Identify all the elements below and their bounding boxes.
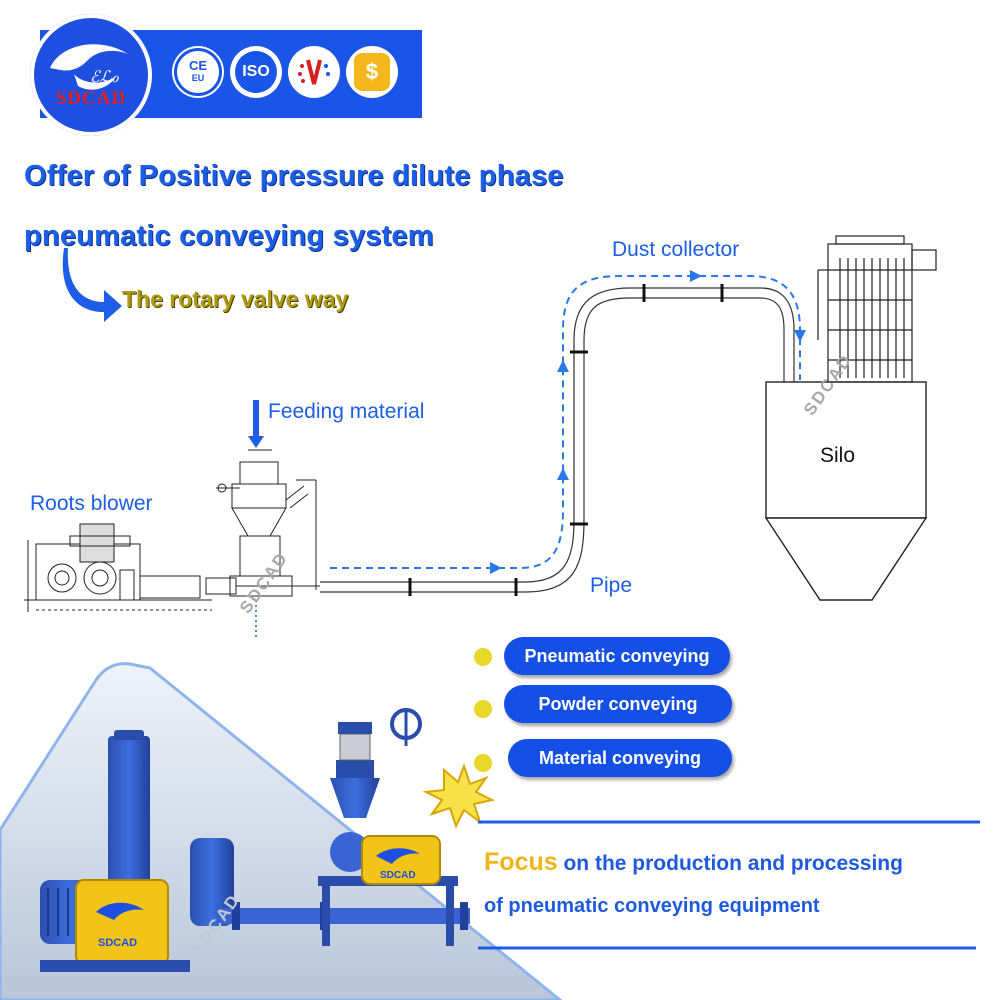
brand-text: SDCAD (55, 88, 127, 109)
starburst-icon (422, 763, 495, 829)
feature-material-conveying: Material conveying (508, 739, 732, 777)
drive-nameplate-text: SDCAD (380, 870, 416, 881)
bullet-dot (474, 700, 492, 718)
flow-arrow-4 (794, 330, 806, 342)
flow-arrow-5 (490, 562, 502, 574)
flow-path (330, 275, 801, 569)
roots-blower-drawing (24, 523, 237, 612)
ce-eu-badge: CE EU (172, 46, 224, 98)
bellows (339, 733, 371, 761)
svg-text:ℰℒℴ: ℰℒℴ (90, 69, 119, 86)
curved-arrow-icon (62, 248, 122, 322)
silo (764, 381, 928, 601)
price-badge: $ (346, 46, 398, 98)
label-silo: Silo (820, 444, 856, 467)
subtitle: The rotary valve way (122, 286, 349, 312)
bullet-dot (474, 754, 492, 772)
ce-eu-badge-icon: CE EU (174, 48, 222, 96)
patent-badge-icon (293, 51, 335, 93)
flow-arrow-3 (690, 270, 702, 282)
iso-badge-icon: ISO (235, 51, 277, 93)
process-diagram (24, 235, 937, 640)
feature-pneumatic-conveying: Pneumatic conveying (504, 637, 730, 675)
eu-label: EU (191, 73, 205, 83)
title-line-1: Offer of Positive pressure dilute phase (24, 160, 564, 192)
conveying-pipe-photo (220, 908, 470, 924)
title-line-2: pneumatic conveying system (24, 220, 434, 252)
sdcad-logo: ℰℒℴ (30, 14, 152, 136)
price-label: $ (365, 59, 379, 84)
pipe-flanges (408, 284, 724, 596)
equipment-illustration: SDCAD SDCAD (0, 662, 980, 1000)
rotary-valve-body (330, 832, 370, 872)
secondary-silencer (190, 838, 234, 926)
label-feeding-material: Feeding material (268, 400, 425, 423)
label-pipe: Pipe (590, 574, 633, 597)
conveying-pipe (320, 287, 795, 593)
hopper (330, 778, 380, 818)
focus-tagline-line-2: of pneumatic conveying equipment (484, 895, 820, 917)
dolphin-logo-icon: ℰℒℴ (50, 44, 128, 90)
feeding-arrow-icon (248, 400, 264, 448)
feature-powder-conveying: Powder conveying (504, 685, 732, 723)
bullet-dot (474, 648, 492, 666)
blower-housing (75, 879, 169, 965)
label-roots-blower: Roots blower (30, 492, 153, 515)
nameplate-logo-icon (96, 902, 144, 920)
ce-label: CE (188, 58, 208, 73)
valve-drive-housing (361, 835, 441, 885)
focus-accent-word: Focus (484, 848, 558, 876)
label-dust-collector: Dust collector (612, 238, 740, 261)
flow-arrow-1 (557, 468, 569, 480)
drive-logo-icon (376, 848, 420, 864)
focus-tagline-line-1: Focus on the production and processing (484, 848, 903, 877)
patent-badge (288, 46, 340, 98)
focus-line-1-rest: on the production and processing (557, 852, 903, 875)
price-tag-badge-icon: $ (354, 53, 390, 91)
iso-badge: ISO (230, 46, 282, 98)
dust-collector (817, 235, 937, 383)
blower-nameplate-text: SDCAD (98, 937, 137, 949)
iso-label: ISO (242, 63, 270, 80)
rotary-valve-drawing (216, 449, 320, 597)
flow-arrow-2 (557, 360, 569, 372)
blower-silencer (108, 736, 150, 888)
